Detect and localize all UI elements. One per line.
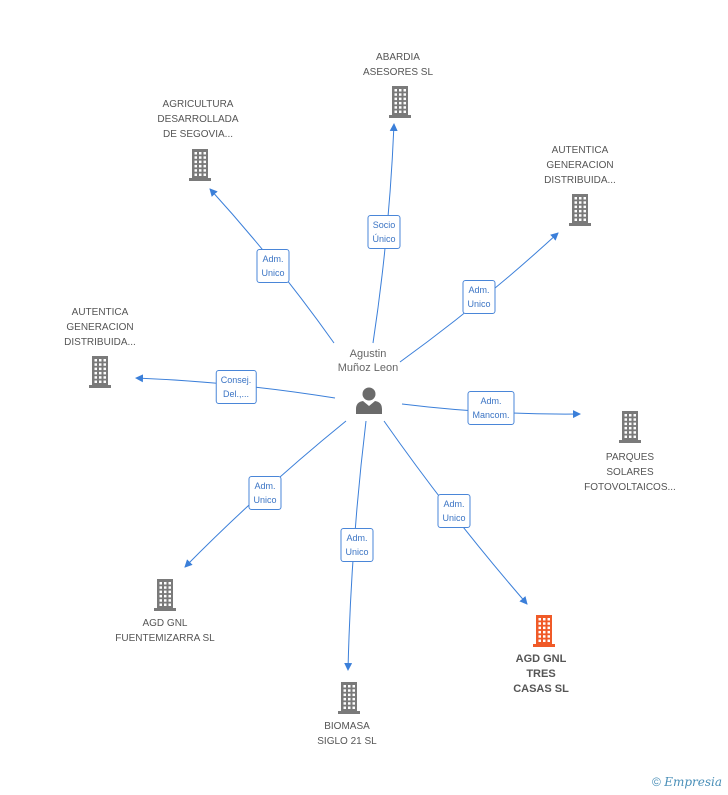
company-label-line: SIGLO 21 SL: [317, 736, 377, 747]
person-name-line1: Agustin: [349, 348, 387, 360]
company-label-line: DE SEGOVIA...: [162, 129, 234, 140]
relation-label-line: Adm.: [468, 285, 490, 295]
relation-label-line: Adm.: [443, 499, 465, 509]
company-label-autentica-1[interactable]: AUTENTICA GENERACION DISTRIBUIDA...: [544, 143, 616, 188]
relation-label-parques[interactable]: Adm. Mancom.: [467, 391, 515, 425]
copyright-symbol: ©: [652, 775, 661, 789]
building-icon-biomasa[interactable]: [338, 682, 360, 714]
company-label-agd-tres[interactable]: AGD GNL TRES CASAS SL: [513, 652, 569, 697]
relation-label-line: Unico: [261, 268, 285, 278]
relation-label-line: Mancom.: [472, 410, 510, 420]
company-label-line: GENERACION: [546, 160, 614, 171]
building-icon-autentica-1[interactable]: [569, 194, 591, 226]
relation-label-line: Unico: [467, 299, 491, 309]
company-label-line: FUENTEMIZARRA SL: [115, 633, 215, 644]
relation-label-line: Unico: [345, 547, 369, 557]
center-person-label[interactable]: Agustin Muñoz Leon: [338, 347, 399, 375]
relation-label-line: Unico: [442, 513, 466, 523]
company-label-biomasa[interactable]: BIOMASA SIGLO 21 SL: [317, 719, 376, 749]
company-label-agricultura[interactable]: AGRICULTURA DESARROLLADA DE SEGOVIA...: [157, 97, 238, 142]
relation-label-agricultura[interactable]: Adm. Unico: [256, 249, 290, 283]
building-icon-agricultura[interactable]: [189, 149, 211, 181]
company-label-line: GENERACION: [66, 322, 134, 333]
relation-label-line: Adm.: [262, 254, 284, 264]
relation-label-autentica-2[interactable]: Consej. Del.,...: [215, 370, 257, 404]
company-label-line: AGD GNL: [142, 618, 188, 629]
building-icon-parques[interactable]: [619, 411, 641, 443]
company-label-parques[interactable]: PARQUES SOLARES FOTOVOLTAICOS...: [584, 450, 676, 495]
person-icon[interactable]: [356, 387, 382, 415]
relation-label-agd-fuente[interactable]: Adm. Unico: [248, 476, 282, 510]
footer-brand[interactable]: © Empresia: [652, 775, 722, 789]
relation-label-line: Del.,...: [222, 389, 250, 399]
building-icon-agd-fuente[interactable]: [154, 579, 176, 611]
company-label-agd-fuente[interactable]: AGD GNL FUENTEMIZARRA SL: [115, 616, 214, 646]
relation-label-line: Adm.: [346, 533, 368, 543]
person-name-line2: Muñoz Leon: [337, 362, 399, 374]
company-label-line: PARQUES: [605, 452, 655, 463]
relation-label-line: Unico: [253, 495, 277, 505]
relation-label-line: Socio: [372, 220, 396, 230]
relation-label-agd-tres[interactable]: Adm. Unico: [437, 494, 471, 528]
company-label-line: AUTENTICA: [551, 145, 609, 156]
building-icon-autentica-2[interactable]: [89, 356, 111, 388]
relation-label-biomasa[interactable]: Adm. Unico: [340, 528, 374, 562]
company-label-line: FOTOVOLTAICOS...: [584, 482, 676, 493]
relation-label-line: Único: [372, 234, 396, 244]
company-label-line: ABARDIA: [376, 52, 420, 63]
company-label-line: BIOMASA: [324, 721, 370, 732]
relation-label-line: Adm.: [480, 396, 502, 406]
relation-label-line: Adm.: [254, 481, 276, 491]
company-label-line: TRES: [526, 668, 556, 680]
company-label-line: DISTRIBUIDA...: [544, 175, 616, 186]
company-label-line: DESARROLLADA: [157, 114, 239, 125]
relation-label-line: Consej.: [220, 375, 252, 385]
building-icon-agd-tres[interactable]: [533, 615, 555, 647]
company-label-line: AUTENTICA: [71, 307, 129, 318]
company-label-line: SOLARES: [606, 467, 654, 478]
company-label-autentica-2[interactable]: AUTENTICA GENERACION DISTRIBUIDA...: [64, 305, 136, 350]
company-label-line: AGD GNL: [515, 653, 567, 665]
relation-label-autentica-1[interactable]: Adm. Unico: [462, 280, 496, 314]
building-icon-abardia[interactable]: [389, 86, 411, 118]
company-label-abardia[interactable]: ABARDIA ASESORES SL: [363, 50, 433, 80]
company-label-line: CASAS SL: [513, 683, 569, 695]
company-label-line: DISTRIBUIDA...: [64, 337, 136, 348]
brand-name: Empresia: [664, 775, 722, 789]
company-label-line: AGRICULTURA: [162, 99, 234, 110]
company-label-line: ASESORES SL: [362, 67, 434, 78]
